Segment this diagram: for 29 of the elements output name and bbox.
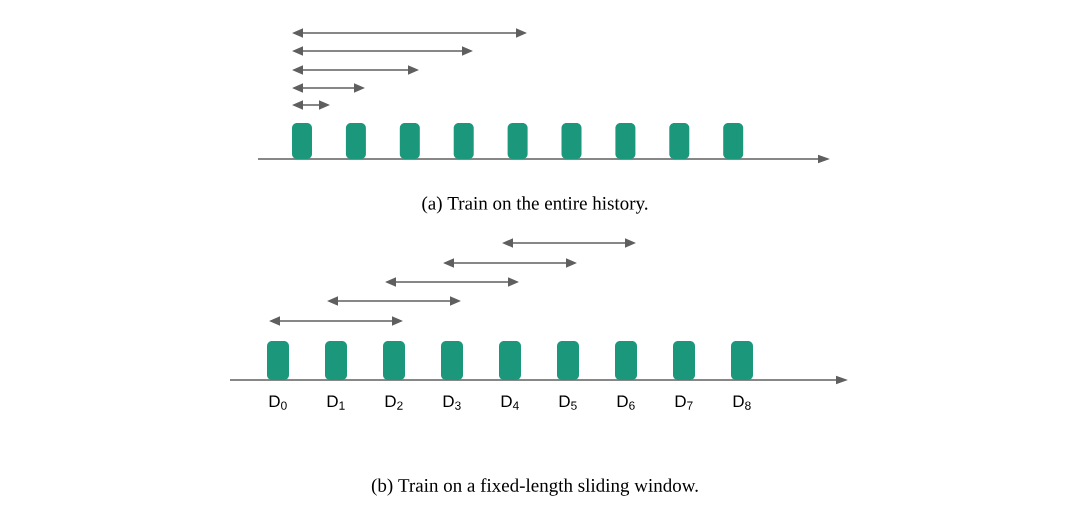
bar-label: D$_{7}$: [675, 395, 693, 410]
data-bar: [267, 341, 289, 380]
data-bar: [292, 123, 312, 159]
data-bar: [731, 341, 753, 380]
caption: (b) Train on a fixed-length sliding window.: [371, 478, 698, 496]
bar-label: D$_{2}$: [385, 395, 403, 410]
data-bar: [669, 123, 690, 159]
data-bar: [615, 123, 636, 159]
bar-label: D$_{1}$: [327, 395, 345, 410]
data-bar: [561, 123, 582, 159]
data-bar: [499, 341, 521, 380]
data-bar: [723, 123, 744, 159]
bar-label: D$_{3}$: [443, 395, 461, 410]
data-bar: [441, 341, 463, 380]
data-bar: [507, 123, 528, 159]
bar-label: D$_{6}$: [617, 395, 635, 410]
bar-label: D$_{4}$: [501, 395, 519, 410]
bar-label: D$_{8}$: [733, 395, 751, 410]
data-bar: [383, 341, 405, 380]
data-bar: [345, 123, 366, 159]
bar-label: D$_{0}$: [269, 395, 287, 410]
data-bar: [615, 341, 637, 380]
caption: (a) Train on the entire history.: [422, 196, 648, 214]
data-bar: [399, 123, 420, 159]
data-bar: [325, 341, 347, 380]
data-bar: [453, 123, 474, 159]
bar-label: D$_{5}$: [559, 395, 577, 410]
data-bar: [673, 341, 695, 380]
data-bar: [557, 341, 579, 380]
